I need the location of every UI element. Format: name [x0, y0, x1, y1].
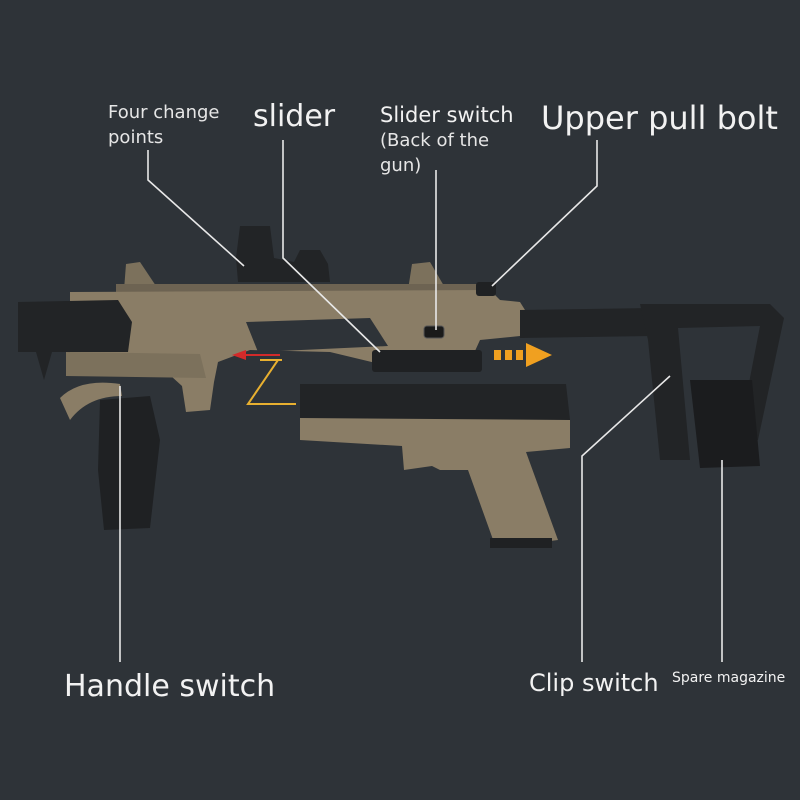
pistol: [300, 384, 570, 548]
slider-switch-note-line2: gun): [380, 155, 422, 176]
carbine-kit-body: [18, 226, 530, 530]
slider-switch-title: Slider switch: [380, 103, 514, 127]
slider-label: slider: [253, 99, 336, 134]
leader-four-change-points: [147, 150, 245, 267]
leader-upper-pull-bolt: [491, 140, 598, 287]
upper-pull-bolt-label: Upper pull bolt: [541, 99, 778, 137]
leader-slider: [282, 140, 381, 353]
transfer-path: [232, 350, 296, 405]
clip-switch-label: Clip switch: [529, 669, 659, 697]
stock: [520, 304, 784, 468]
slider-switch-note-line1: (Back of the: [380, 130, 490, 151]
four-change-points-line1: Four change: [108, 102, 220, 123]
orange-arrow: [494, 343, 552, 367]
four-change-points-line2: points: [108, 127, 164, 148]
four-change-points-label: Four change points: [108, 100, 220, 150]
handle-switch-label: Handle switch: [64, 669, 276, 704]
slider-switch-label: Slider switch (Back of the gun): [380, 102, 514, 178]
spare-magazine-label: Spare magazine: [672, 670, 786, 686]
leader-lines: [119, 140, 723, 662]
leader-clip-switch: [581, 375, 671, 662]
